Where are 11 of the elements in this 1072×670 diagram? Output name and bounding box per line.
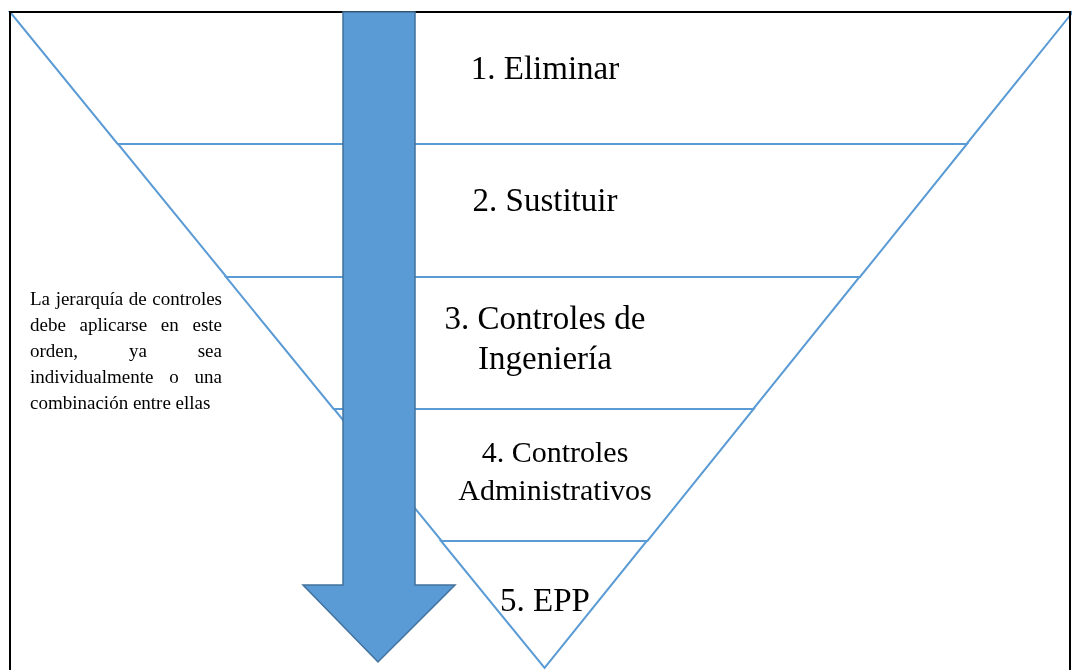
- level-label: 1. Eliminar: [470, 50, 620, 86]
- level-label: 3. Controles de Ingeniería: [444, 300, 646, 376]
- hierarchy-level-band: [333, 409, 754, 541]
- level-label: 5. EPP: [500, 582, 590, 618]
- hierarchy-level-band: [117, 144, 967, 277]
- level-label: 2. Sustituir: [472, 182, 618, 218]
- hierarchy-level-band: [226, 277, 860, 409]
- note-text: La jerarquía de controles debe aplicarse en este orden, ya sea individualmente o una combinación entre ellas: [30, 287, 222, 415]
- hierarchy-level-band: [441, 541, 648, 668]
- hierarchy-level-band: [10, 12, 1072, 144]
- level-label: 4. Controles Administrativos: [458, 435, 652, 506]
